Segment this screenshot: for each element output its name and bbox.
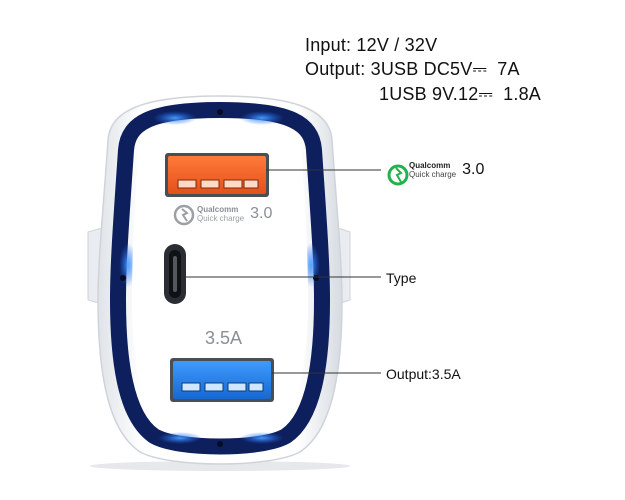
qc-sub-label: Quick charge	[409, 169, 457, 179]
qualcomm-quick-charge-icon-body	[173, 204, 195, 226]
ring-dot-left	[120, 275, 126, 281]
usb-a-port-blue	[170, 358, 274, 402]
qualcomm-quick-charge-icon	[387, 164, 409, 186]
device-qc-brand: Qualcomm	[197, 204, 239, 214]
device-shadow	[90, 461, 350, 471]
output-callout-label: Output:3.5A	[386, 366, 461, 382]
ring-dot-top	[217, 109, 223, 115]
spec-output-3usb: Output: 3USB DC5V⎓ 7A	[305, 59, 520, 79]
type-callout-label: Type	[386, 270, 417, 286]
device-qc-version: 3.0	[250, 205, 273, 222]
ring-dot-right	[313, 275, 319, 281]
led-glow-top-right	[240, 111, 284, 125]
led-glow-top-left	[153, 111, 197, 125]
led-glow-bottom-left	[158, 432, 202, 444]
charger-face	[132, 124, 308, 433]
led-glow-bottom-right	[240, 432, 284, 444]
device-qualcomm-print: Qualcomm Quick charge 3.0	[174, 205, 272, 223]
usb-c-port-icon	[164, 244, 186, 304]
spec-input: Input: 12V / 32V	[305, 35, 438, 55]
device-qc-sub: Quick charge	[197, 213, 245, 223]
ring-dot-bottom	[217, 441, 223, 447]
spec-output-1usb: 1USB 9V.12⎓ 1.8A	[379, 84, 542, 104]
qc-version-label: 3.0	[462, 161, 485, 178]
usb-a-port-orange	[165, 153, 269, 197]
qc-brand-label: Qualcomm	[409, 160, 451, 170]
device-amp-label: 3.5A	[205, 328, 243, 348]
qualcomm-quick-charge-badge: Qualcomm Quick charge 3.0	[386, 161, 484, 179]
